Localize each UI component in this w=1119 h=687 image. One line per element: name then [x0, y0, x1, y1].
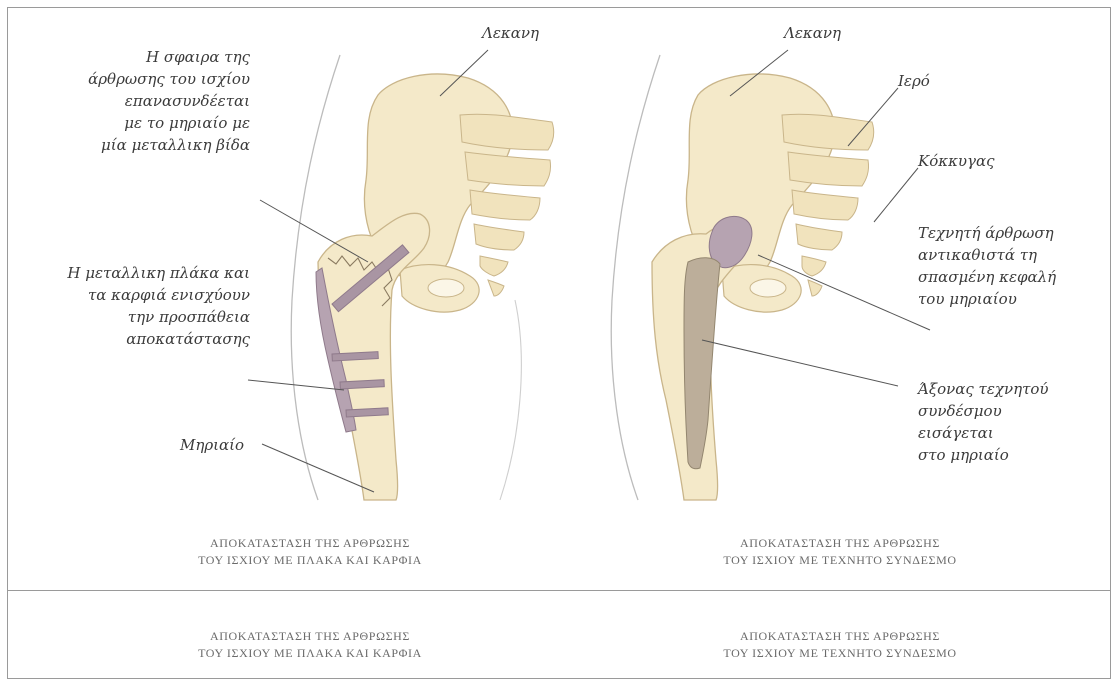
- left-skin-outline-2: [500, 300, 521, 500]
- right-joint-label: Τεχνητή άρθρωση αντικαθιστά τη σπασμένη …: [918, 222, 1056, 310]
- right-hip-illustration: [611, 55, 873, 500]
- right-stem-label: Άξονας τεχνητού συνδέσμου εισάγεται στο …: [918, 378, 1049, 466]
- left-sacrum: [460, 114, 554, 296]
- left-ball-label: Η σφαιρα της άρθρωσης του ισχίου επανασυ…: [30, 46, 250, 156]
- left-hip-illustration: [291, 55, 553, 500]
- right-sacrum: [782, 114, 874, 296]
- left-femur-label: Μηριαίο: [180, 434, 244, 456]
- right-sacrum-label: Ιερό: [898, 70, 930, 92]
- bottom-right-caption: ΑΠΟΚΑΤΑΣΤΑΣΗ ΤΗΣ ΑΡΘΡΩΣΗΣ ΤΟΥ ΙΣΧΙΟΥ ΜΕ …: [660, 628, 1020, 662]
- right-coccyx-label: Κόκκυγας: [918, 150, 995, 172]
- right-caption: ΑΠΟΚΑΤΑΣΤΑΣΗ ΤΗΣ ΑΡΘΡΩΣΗΣ ΤΟΥ ΙΣΧΙΟΥ ΜΕ …: [660, 535, 1020, 569]
- left-pelvis-label: Λεκανη: [482, 22, 539, 44]
- left-plate-label: Η μεταλλικη πλάκα και τα καρφιά ενισχύου…: [20, 262, 250, 350]
- leader-left-plate: [248, 380, 344, 390]
- bottom-left-caption: ΑΠΟΚΑΤΑΣΤΑΣΗ ΤΗΣ ΑΡΘΡΩΣΗΣ ΤΟΥ ΙΣΧΙΟΥ ΜΕ …: [140, 628, 480, 662]
- femur-screw-3: [346, 408, 388, 417]
- leader-right-stem: [702, 340, 898, 386]
- left-obturator: [428, 279, 464, 297]
- leader-right-coccyx: [874, 168, 918, 222]
- right-pelvis-label: Λεκανη: [784, 22, 841, 44]
- leader-left-ball: [260, 200, 368, 262]
- right-obturator: [750, 279, 786, 297]
- left-caption: ΑΠΟΚΑΤΑΣΤΑΣΗ ΤΗΣ ΑΡΘΡΩΣΗΣ ΤΟΥ ΙΣΧΙΟΥ ΜΕ …: [140, 535, 480, 569]
